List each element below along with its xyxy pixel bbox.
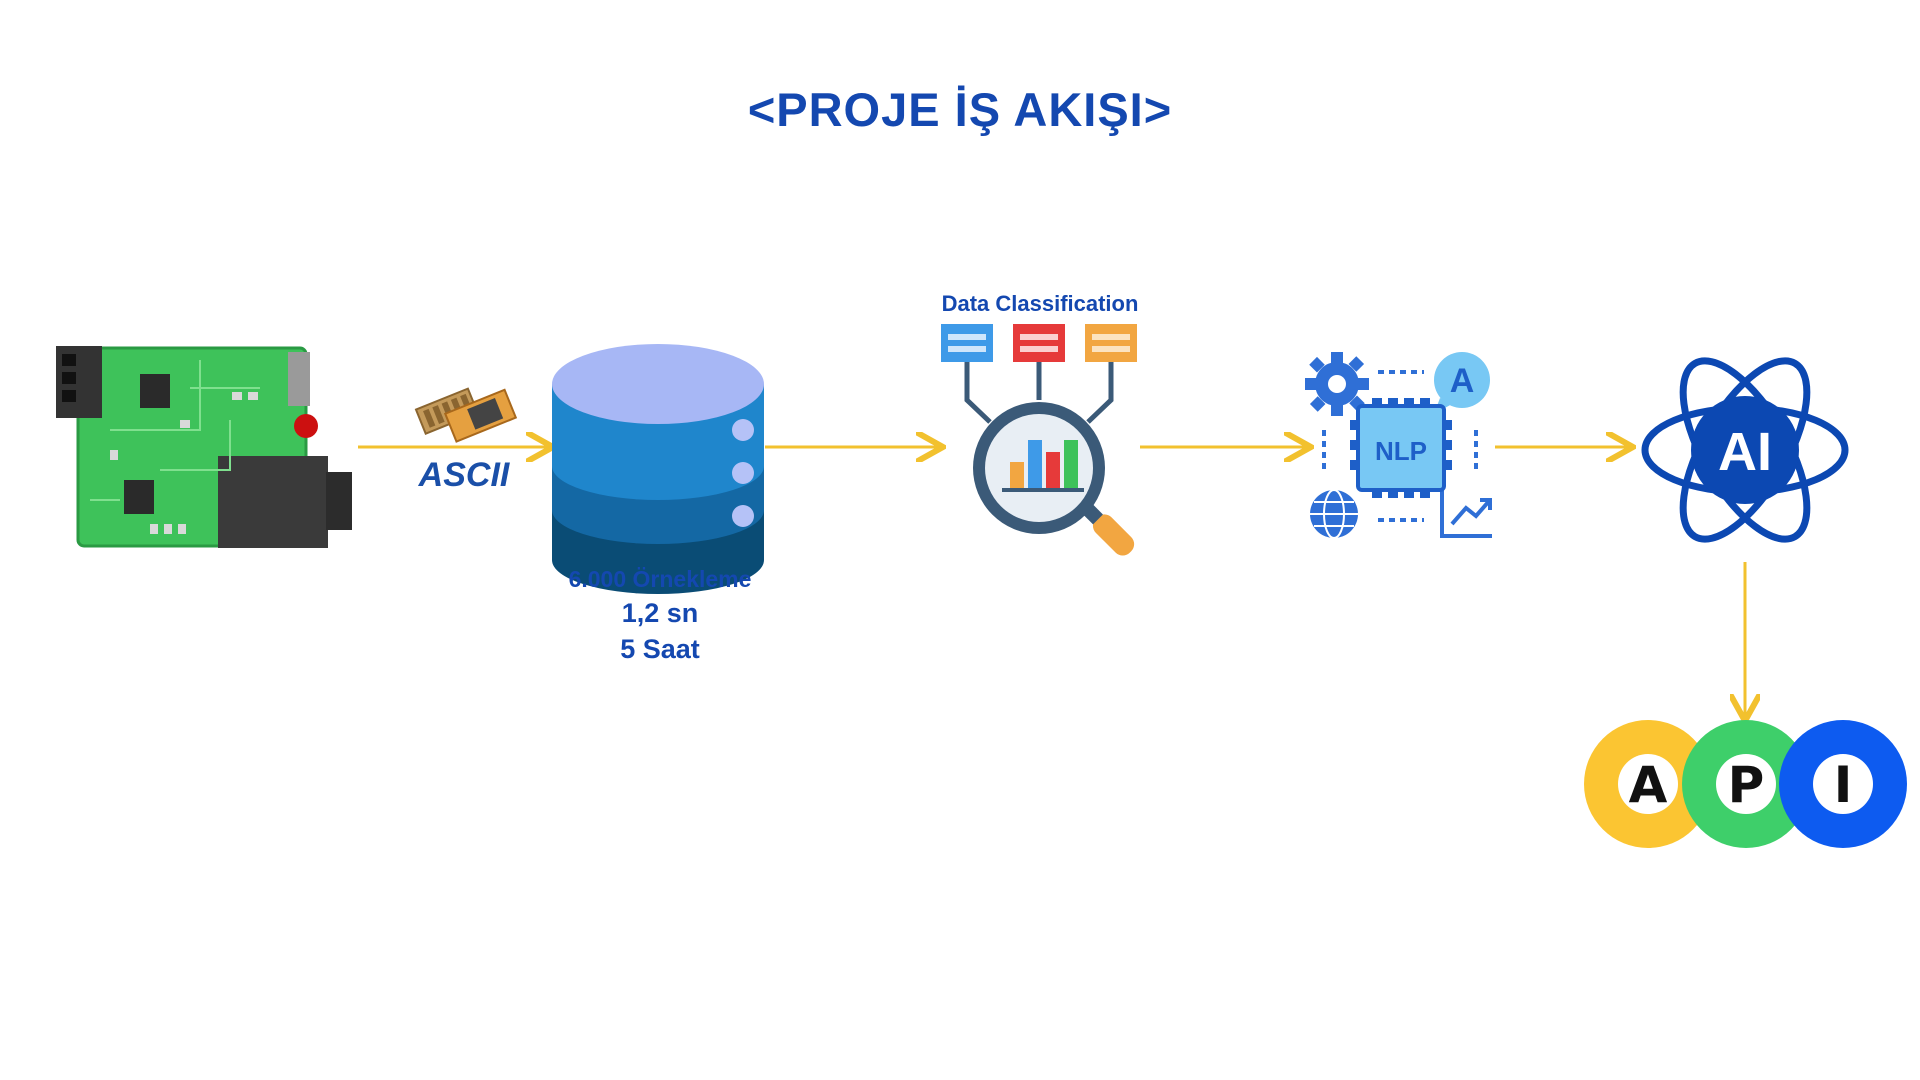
duration-label: 5 Saat — [620, 634, 700, 664]
memory-chip-icon — [414, 387, 518, 443]
ascii-label: ASCII — [418, 456, 511, 494]
data-classification-label: Data Classification — [941, 291, 1139, 316]
sample-interval-label: 1,2 sn — [621, 598, 699, 628]
globe-icon — [1310, 489, 1358, 539]
chip-icon: NLP — [1350, 398, 1452, 498]
page-title: <PROJE İŞ AKIŞI> — [747, 83, 1173, 136]
gear-icon — [1305, 352, 1369, 416]
database-icon — [552, 344, 764, 594]
trend-chart-icon — [1440, 486, 1492, 538]
flow-arrows — [358, 447, 1745, 718]
api-icon: A P I — [1584, 720, 1907, 848]
sample-count-label: 6.000 Örnekleme — [568, 566, 752, 592]
ai-label: AI — [1718, 422, 1772, 482]
nlp-label: NLP — [1375, 436, 1427, 466]
data-classification-icon — [941, 324, 1137, 556]
nlp-icon: A NLP — [1305, 352, 1492, 539]
api-letter-a: A — [1629, 756, 1668, 814]
nlp-bubble-letter: A — [1450, 362, 1475, 400]
api-letter-p: P — [1728, 756, 1765, 814]
pcb-board-icon — [56, 346, 352, 548]
api-letter-i: I — [1834, 756, 1853, 814]
ai-atom-icon: AI — [1641, 357, 1849, 543]
